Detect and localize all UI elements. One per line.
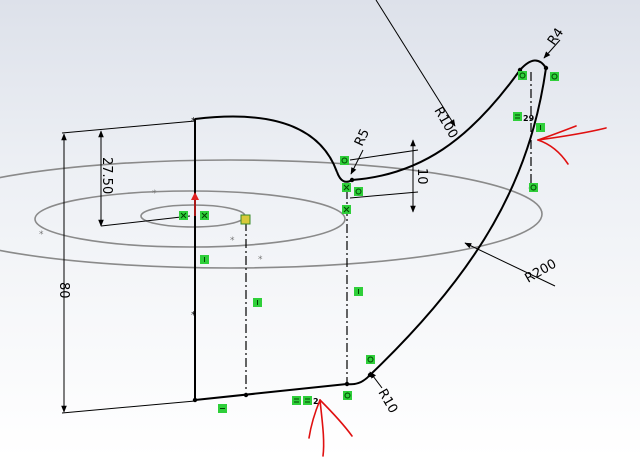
sketch-point-star[interactable]: * (191, 116, 196, 127)
dimension-r10[interactable]: R10 (375, 387, 401, 417)
endpoint[interactable] (543, 65, 549, 71)
annotation-arrow-right (537, 125, 607, 165)
r100-arc[interactable] (351, 69, 521, 181)
extension-line (61, 400, 196, 414)
annotation-arrows (308, 125, 607, 457)
dimension-labels: R4 R100 R5 10 27.50 80 R200 R10 (56, 26, 567, 417)
r4-leader[interactable] (543, 39, 561, 59)
dimension-r5[interactable]: R5 (352, 127, 373, 149)
tangent-relation-icon[interactable] (529, 183, 538, 192)
tangent-relation-icon[interactable] (343, 391, 352, 400)
extension-line (349, 191, 419, 199)
bottom-line[interactable] (194, 383, 348, 401)
coincident-relation-icon[interactable] (342, 205, 351, 214)
ellipse-point-marker: * (152, 189, 157, 199)
coincident-relation-icon[interactable] (179, 211, 188, 220)
dimension-27-50[interactable]: 27.50 (99, 157, 114, 194)
star-points: * * (191, 116, 196, 321)
dimension-r200[interactable]: R200 (523, 257, 560, 287)
r10-fillet[interactable] (346, 374, 371, 386)
r4-arc[interactable] (519, 59, 547, 71)
relation-badges: 2 29 (179, 71, 559, 413)
annotation-arrow-bottom (308, 399, 353, 457)
extension-line (349, 149, 419, 161)
r200-leader[interactable] (464, 242, 556, 287)
sketch-point-star[interactable]: * (191, 310, 196, 321)
endpoint[interactable] (243, 392, 249, 398)
equal-relation-icon[interactable] (292, 396, 301, 405)
origin-icon[interactable] (191, 192, 199, 216)
vertical-relation-icon[interactable] (253, 298, 262, 307)
dimension-80[interactable]: 80 (56, 282, 71, 299)
tangent-relation-icon[interactable] (366, 355, 375, 364)
inner-ellipse[interactable] (140, 204, 246, 228)
tangent-relation-icon[interactable] (518, 71, 527, 80)
construction-ellipses (0, 159, 543, 269)
dimension-lines (61, 0, 561, 414)
horizontal-relation-icon[interactable] (218, 404, 227, 413)
vertical-relation-icon[interactable] (536, 123, 545, 132)
dimension-r4[interactable]: R4 (545, 26, 567, 49)
r5-leader[interactable] (350, 149, 364, 175)
endpoint[interactable] (367, 372, 373, 378)
ellipse-point-marker: * (258, 255, 263, 265)
centerlines (245, 72, 532, 392)
equal-relation-number: 2 (313, 397, 319, 406)
top-arc[interactable] (194, 115, 338, 173)
extension-line (100, 215, 191, 227)
outer-ellipse[interactable] (0, 159, 543, 269)
endpoint[interactable] (192, 397, 198, 403)
vertical-relation-icon[interactable] (200, 255, 209, 264)
coincident-relation-icon[interactable] (342, 183, 351, 192)
middle-ellipse[interactable] (34, 190, 346, 248)
endpoint[interactable] (344, 381, 350, 387)
ellipse-points: * * * * (39, 189, 263, 265)
fix-relation-icon[interactable] (240, 214, 251, 225)
coincident-relation-icon[interactable] (200, 211, 209, 220)
equal-relation-icon[interactable] (303, 396, 312, 405)
equal-relation-icon[interactable] (513, 112, 522, 121)
r200-arc[interactable] (369, 67, 547, 376)
equal-relation-number: 29 (523, 114, 535, 123)
dimension-r100[interactable]: R100 (431, 105, 461, 142)
tangent-relation-icon[interactable] (340, 156, 349, 165)
r100-leader[interactable] (375, 0, 456, 127)
tangent-relation-icon[interactable] (354, 187, 363, 196)
tangent-relation-icon[interactable] (550, 72, 559, 81)
endpoint[interactable] (349, 177, 355, 183)
extension-line (61, 120, 196, 134)
r5-fillet[interactable] (336, 171, 353, 183)
dimension-10[interactable]: 10 (414, 168, 429, 185)
sketch-profile[interactable] (194, 59, 547, 401)
vertical-relation-icon[interactable] (354, 287, 363, 296)
ellipse-point-marker: * (39, 230, 44, 240)
ellipse-point-marker: * (230, 236, 235, 246)
